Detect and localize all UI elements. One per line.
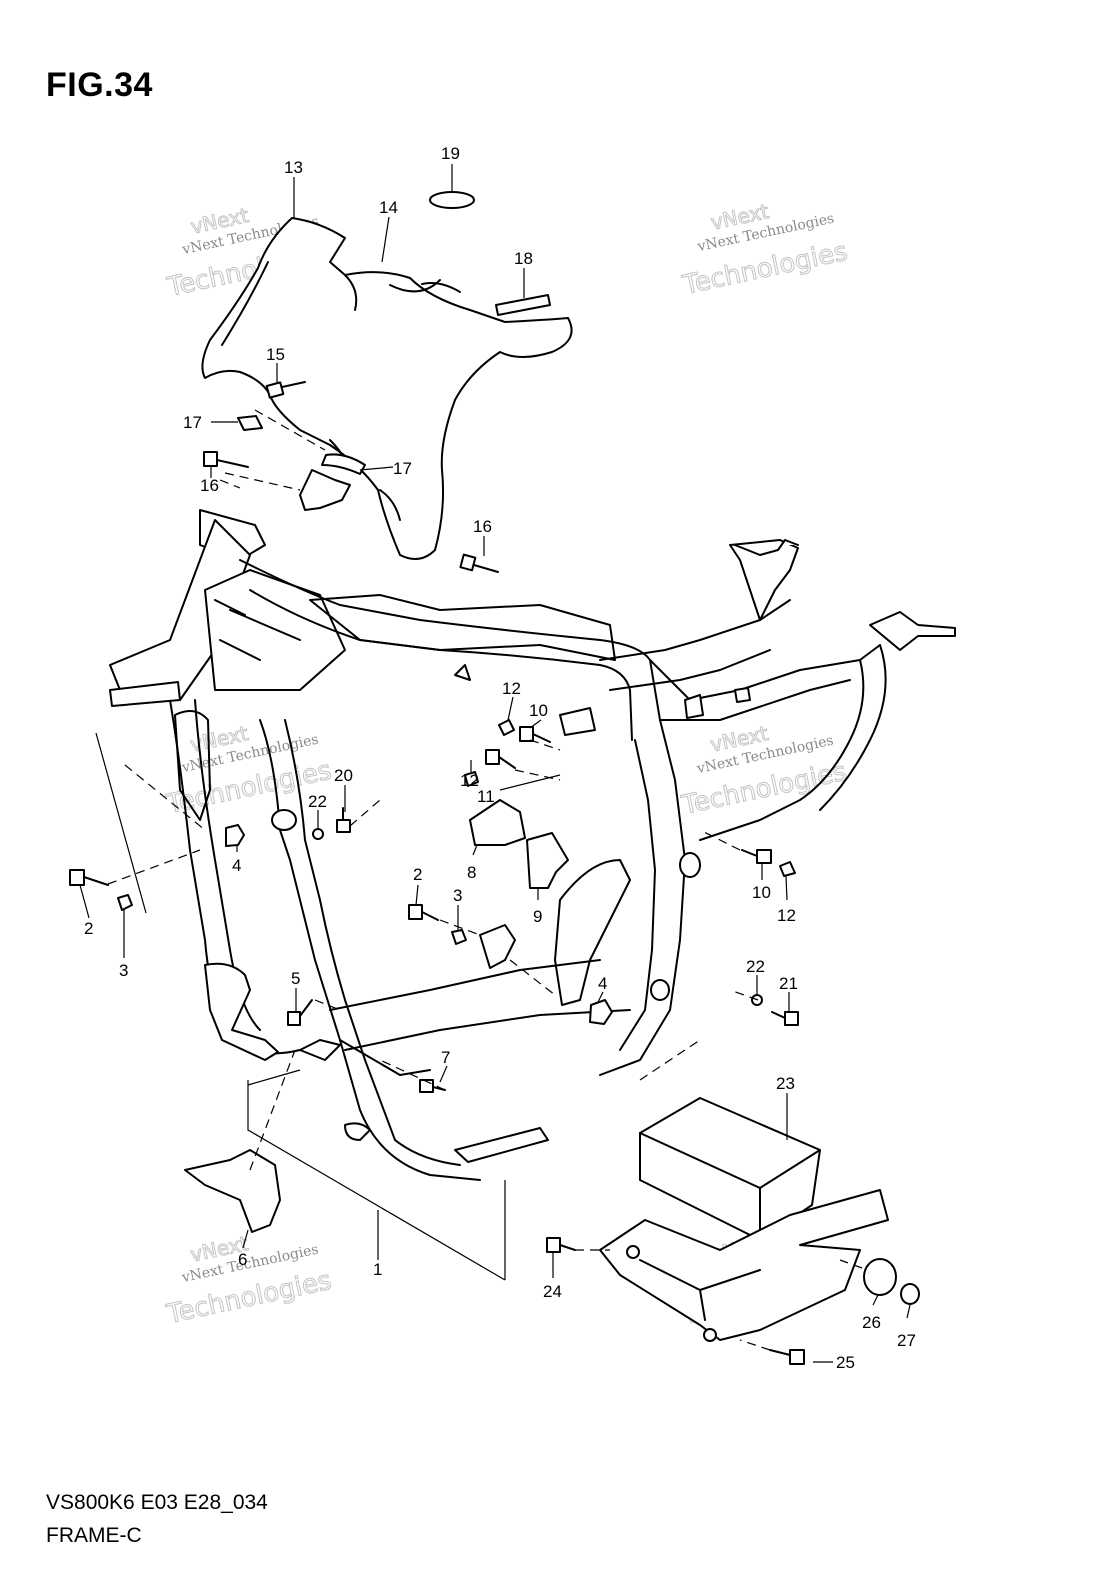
callout-15: 15: [266, 345, 285, 364]
callout-22a: 22: [308, 792, 327, 811]
bracket-part-6: [184, 1149, 281, 1233]
nut-part-3b: [451, 929, 467, 945]
bolt-part-15: [265, 381, 306, 399]
watermark-mid-right: vNext vNext Technologies Technologies: [678, 721, 850, 822]
assembly-guide-lines: [107, 409, 863, 1351]
watermark-bottom-left: vNext vNext Technologies Technologies: [163, 1231, 335, 1331]
callout-25: 25: [836, 1353, 855, 1372]
bolt-part-11: [485, 749, 516, 769]
engine-hanger: [554, 859, 631, 1006]
cushion-part-17b: [321, 453, 366, 475]
callout-16b: 16: [473, 517, 492, 536]
callout-6: 6: [238, 1250, 247, 1269]
callout-19: 19: [441, 144, 460, 163]
callout-4a: 4: [232, 856, 241, 875]
bolt-part-16b: [459, 553, 499, 573]
callout-14: 14: [379, 198, 398, 217]
bolt-part-7: [419, 1079, 446, 1093]
nut-part-3a: [117, 894, 133, 911]
nut-part-4b: [589, 999, 613, 1025]
bolt-part-5: [287, 999, 313, 1026]
callout-17b: 17: [393, 459, 412, 478]
nut-part-12b: [464, 771, 479, 787]
callout-3a: 3: [119, 961, 128, 980]
bolt-part-21: [771, 1011, 799, 1026]
callout-17a: 17: [183, 413, 202, 432]
callout-18: 18: [514, 249, 533, 268]
battery-box-part-23: [599, 1097, 889, 1342]
callout-16a: 16: [200, 476, 219, 495]
nut-part-4a: [225, 824, 245, 847]
callout-2b: 2: [413, 865, 422, 884]
washer-part-22a: [312, 828, 324, 840]
figure-title: FIG.34: [46, 66, 153, 104]
collar-part-27: [900, 1283, 920, 1305]
watermark-top-right: vNext vNext Technologies Technologies: [679, 199, 851, 302]
diagram-code: VS800K6 E03 E28_034: [46, 1491, 268, 1514]
callout-11: 11: [477, 787, 495, 806]
nut-part-12c: [779, 861, 796, 877]
callout-8: 8: [467, 863, 476, 882]
nut-part-12a: [498, 719, 515, 736]
bolt-part-16a: [203, 451, 249, 468]
cover-bracket: [299, 469, 351, 511]
cushion-part-26: [863, 1258, 897, 1296]
callout-21: 21: [779, 974, 798, 993]
callout-4b: 4: [598, 974, 607, 993]
callout-2a: 2: [84, 919, 93, 938]
callout-26: 26: [862, 1313, 881, 1332]
frame-extent-lines: [95, 732, 506, 1281]
plate-part-9: [526, 832, 569, 889]
bolt-part-2b: [408, 904, 439, 921]
diagram-name: FRAME-C: [46, 1524, 142, 1547]
callout-12a: 12: [502, 679, 521, 698]
bolt-part-25: [769, 1349, 805, 1365]
callout-12c: 12: [777, 906, 796, 925]
callout-27: 27: [897, 1331, 916, 1350]
callout-12b: 12: [460, 771, 479, 790]
leader-lines: [79, 164, 911, 1363]
engine-bracket-lower: [479, 924, 516, 969]
callout-20: 20: [334, 766, 353, 785]
frame-cover-part-13-14: [201, 217, 573, 560]
callout-labels: 13 14 19 18 15 17 17 16 16 12 10 12 11 2…: [84, 144, 916, 1372]
callout-24: 24: [543, 1282, 562, 1301]
emblem-part-19: [429, 191, 475, 209]
callout-10a: 10: [529, 701, 548, 720]
callout-10b: 10: [752, 883, 771, 902]
plate-part-18: [495, 294, 551, 316]
main-frame-part-1: [109, 509, 956, 1181]
cushion-part-17a: [237, 415, 263, 431]
callout-9: 9: [533, 907, 542, 926]
callout-1: 1: [373, 1260, 382, 1279]
bolt-part-2a: [69, 869, 109, 886]
bolt-part-24: [546, 1237, 576, 1253]
plate-part-8: [469, 799, 526, 846]
callout-23: 23: [776, 1074, 795, 1093]
callout-22b: 22: [746, 957, 765, 976]
callout-13: 13: [284, 158, 303, 177]
callout-5: 5: [291, 969, 300, 988]
callout-3b: 3: [453, 886, 462, 905]
bolt-part-20: [336, 807, 351, 833]
callout-7: 7: [441, 1048, 450, 1067]
bolt-part-10a: [519, 726, 551, 743]
bolt-part-10b: [741, 849, 772, 864]
